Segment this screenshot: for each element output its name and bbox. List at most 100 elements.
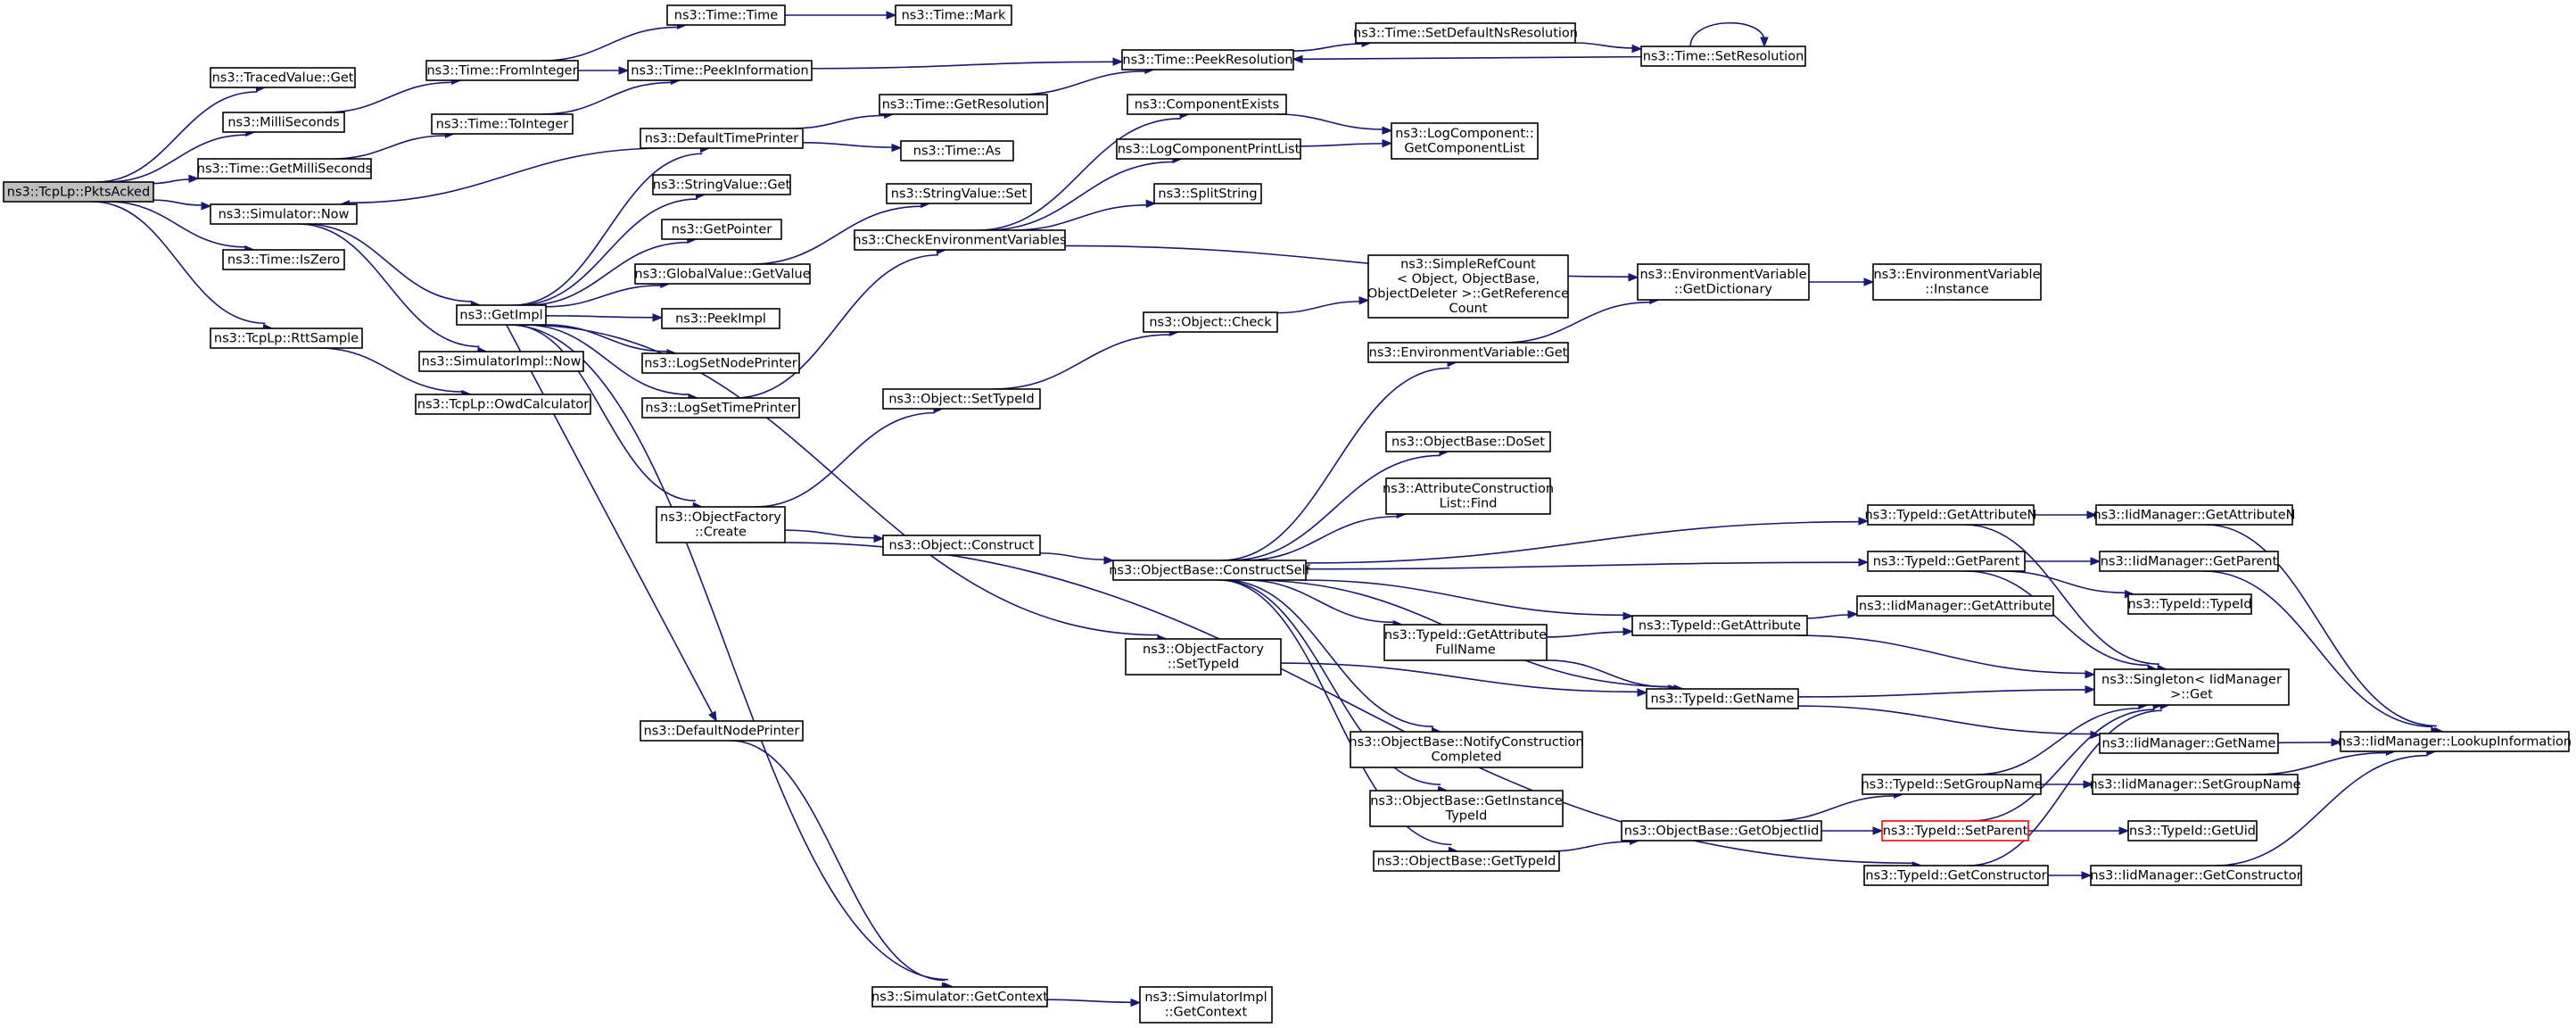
node-imgp[interactable]: ns3::IidManager::GetParent bbox=[2099, 551, 2279, 572]
node-tidgp[interactable]: ns3::TypeId::GetParent bbox=[1867, 551, 2026, 572]
node-box-imli bbox=[2340, 731, 2570, 752]
node-msec[interactable]: ns3::MilliSeconds bbox=[222, 112, 345, 133]
node-obgettid[interactable]: ns3::ObjectBase::GetTypeId bbox=[1373, 850, 1560, 872]
node-tidtid[interactable]: ns3::TypeId::TypeId bbox=[2127, 593, 2252, 615]
node-setdef[interactable]: ns3::Time::SetDefaultNsResolution bbox=[1353, 22, 1578, 44]
node-objsettid[interactable]: ns3::Object::SetTypeId bbox=[882, 388, 1041, 410]
node-timetime[interactable]: ns3::Time::Time bbox=[666, 4, 786, 26]
node-as[interactable]: ns3::Time::As bbox=[900, 140, 1014, 162]
node-label-tidgc-0: ns3::TypeId::GetConstructor bbox=[1865, 868, 2046, 883]
arrowhead-tidgp-to-imgp bbox=[2090, 557, 2101, 566]
node-imgc[interactable]: ns3::IidManager::GetConstructor bbox=[2090, 865, 2302, 886]
node-tvget[interactable]: ns3::TracedValue::Get bbox=[210, 67, 356, 88]
node-label-splitstr-0: ns3::SplitString bbox=[1158, 187, 1257, 201]
node-owd[interactable]: ns3::TcpLp::OwdCalculator bbox=[415, 394, 591, 415]
node-defnp[interactable]: ns3::DefaultNodePrinter bbox=[640, 720, 804, 742]
arrowhead-tidgn-to-singget bbox=[2085, 684, 2096, 694]
node-label-ofcreate-0: ns3::ObjectFactory bbox=[660, 510, 781, 525]
node-obgetoid[interactable]: ns3::ObjectBase::GetObjectIid bbox=[1621, 820, 1822, 841]
node-label-imga-0: ns3::IidManager::GetAttribute bbox=[1859, 599, 2052, 613]
node-setres[interactable]: ns3::Time::SetResolution bbox=[1640, 46, 1806, 67]
node-logcpl[interactable]: ns3::LogComponentPrintList bbox=[1116, 138, 1301, 160]
node-getimpl[interactable]: ns3::GetImpl bbox=[456, 304, 547, 326]
node-box-pkts bbox=[3, 181, 154, 203]
node-box-setdef bbox=[1355, 22, 1576, 44]
node-tidgn[interactable]: ns3::TypeId::GetName bbox=[1646, 688, 1799, 709]
node-box-tidgn bbox=[1646, 688, 1799, 709]
arrowhead-checkenv-to-splitstr bbox=[1145, 199, 1157, 208]
node-obnotify[interactable]: ns3::ObjectBase::NotifyConstructionCompl… bbox=[1349, 731, 1584, 768]
node-imga[interactable]: ns3::IidManager::GetAttribute bbox=[1856, 595, 2054, 617]
node-imli[interactable]: ns3::IidManager::LookupInformation bbox=[2338, 731, 2572, 752]
node-rtt[interactable]: ns3::TcpLp::RttSample bbox=[210, 327, 363, 349]
node-tidsgn[interactable]: ns3::TypeId::SetGroupName bbox=[1861, 774, 2043, 795]
node-peekimpl[interactable]: ns3::PeekImpl bbox=[661, 308, 780, 329]
node-lognp[interactable]: ns3::LogSetNodePrinter bbox=[641, 352, 800, 374]
node-pkts[interactable]: ns3::TcpLp::PktsAcked bbox=[3, 181, 154, 203]
node-getms[interactable]: ns3::Time::GetMilliSeconds bbox=[197, 158, 372, 179]
node-ofcreate[interactable]: ns3::ObjectFactory::Create bbox=[656, 506, 786, 543]
node-iszero[interactable]: ns3::Time::IsZero bbox=[222, 249, 345, 270]
node-box-simimplctx bbox=[1139, 986, 1273, 1024]
node-imgn[interactable]: ns3::IidManager::GetName bbox=[2099, 733, 2279, 754]
edge-tidgn-to-singget bbox=[1797, 689, 2086, 698]
node-objconstruct[interactable]: ns3::Object::Construct bbox=[882, 535, 1041, 556]
edge-getimpl-to-ofsettid bbox=[521, 324, 1159, 636]
node-obdoset[interactable]: ns3::ObjectBase::DoSet bbox=[1385, 431, 1551, 452]
node-deftp[interactable]: ns3::DefaultTimePrinter bbox=[640, 128, 804, 149]
node-simnow[interactable]: ns3::Simulator::Now bbox=[210, 203, 358, 225]
node-tidsp[interactable]: ns3::TypeId::SetParent bbox=[1881, 820, 2029, 841]
node-tidguid[interactable]: ns3::TypeId::GetUid bbox=[2127, 820, 2258, 841]
node-tidga[interactable]: ns3::TypeId::GetAttribute bbox=[1631, 615, 1808, 636]
edge-imsgn-to-imli bbox=[2254, 751, 2387, 775]
arrowhead-getimpl-to-defnp bbox=[708, 710, 717, 723]
node-label-acfind-0: ns3::AttributeConstruction bbox=[1383, 482, 1554, 496]
node-checkenv[interactable]: ns3::CheckEnvironmentVariables bbox=[853, 229, 1067, 251]
node-svset[interactable]: ns3::StringValue::Set bbox=[886, 183, 1032, 204]
arrowhead-simctx-to-simimplctx bbox=[1130, 998, 1142, 1007]
node-splitstr[interactable]: ns3::SplitString bbox=[1153, 183, 1262, 204]
node-envdict[interactable]: ns3::EnvironmentVariable::GetDictionary bbox=[1637, 263, 1810, 301]
node-objcheck[interactable]: ns3::Object::Check bbox=[1143, 311, 1278, 333]
node-gvget[interactable]: ns3::GlobalValue::GetValue bbox=[634, 263, 811, 285]
node-gettres[interactable]: ns3::Time::GetResolution bbox=[879, 94, 1048, 115]
node-simimplnow[interactable]: ns3::SimulatorImpl::Now bbox=[418, 351, 584, 372]
node-logtp[interactable]: ns3::LogSetTimePrinter bbox=[641, 397, 800, 419]
node-box-tidguid bbox=[2127, 820, 2258, 841]
node-box-imsgn bbox=[2092, 774, 2299, 795]
node-logcgcl[interactable]: ns3::LogComponent::GetComponentList bbox=[1391, 122, 1539, 160]
node-imgan[interactable]: ns3::IidManager::GetAttributeN bbox=[2093, 504, 2296, 526]
node-imsgn[interactable]: ns3::IidManager::SetGroupName bbox=[2089, 774, 2301, 795]
node-obcs[interactable]: ns3::ObjectBase::ConstructSelf bbox=[1109, 560, 1311, 581]
node-svget[interactable]: ns3::StringValue::Get bbox=[652, 174, 791, 195]
edge-pkts-to-msec bbox=[107, 134, 247, 183]
edge-tidgafn-to-tidgn bbox=[1546, 659, 1669, 688]
node-tidgc[interactable]: ns3::TypeId::GetConstructor bbox=[1863, 865, 2049, 886]
edge-checkenv-to-logcpl bbox=[987, 161, 1174, 231]
node-getptr[interactable]: ns3::GetPointer bbox=[661, 219, 782, 240]
node-tidgan[interactable]: ns3::TypeId::GetAttributeN bbox=[1864, 504, 2037, 526]
node-srcount[interactable]: ns3::SimpleRefCount< Object, ObjectBase,… bbox=[1367, 254, 1569, 319]
node-peekinfo[interactable]: ns3::Time::PeekInformation bbox=[627, 60, 813, 81]
node-mark[interactable]: ns3::Time::Mark bbox=[895, 4, 1012, 26]
node-compexists[interactable]: ns3::ComponentExists bbox=[1127, 94, 1287, 115]
node-label-objcheck-0: ns3::Object::Check bbox=[1149, 315, 1272, 329]
arrowhead-getimpl-to-peekimpl bbox=[652, 313, 664, 322]
node-ofsettid[interactable]: ns3::ObjectFactory::SetTypeId bbox=[1125, 638, 1282, 676]
node-envget[interactable]: ns3::EnvironmentVariable::Get bbox=[1367, 342, 1569, 363]
node-box-imga bbox=[1856, 595, 2054, 617]
node-simctx[interactable]: ns3::Simulator::GetContext bbox=[871, 986, 1048, 1007]
node-label-simimplctx-1: ::GetContext bbox=[1165, 1006, 1248, 1020]
edge-imgp-to-imli bbox=[2203, 570, 2433, 728]
node-simimplctx[interactable]: ns3::SimulatorImpl::GetContext bbox=[1139, 986, 1273, 1024]
node-envinst[interactable]: ns3::EnvironmentVariable::Instance bbox=[1872, 263, 2042, 301]
node-singget[interactable]: ns3::Singleton< IidManager>::Get bbox=[2093, 668, 2290, 706]
node-label-obdoset-0: ns3::ObjectBase::DoSet bbox=[1391, 435, 1545, 449]
node-peekres[interactable]: ns3::Time::PeekResolution bbox=[1121, 49, 1294, 70]
node-box-logcpl bbox=[1116, 138, 1301, 160]
node-fromint[interactable]: ns3::Time::FromInteger bbox=[425, 60, 579, 81]
node-toint[interactable]: ns3::Time::ToInteger bbox=[431, 113, 574, 135]
